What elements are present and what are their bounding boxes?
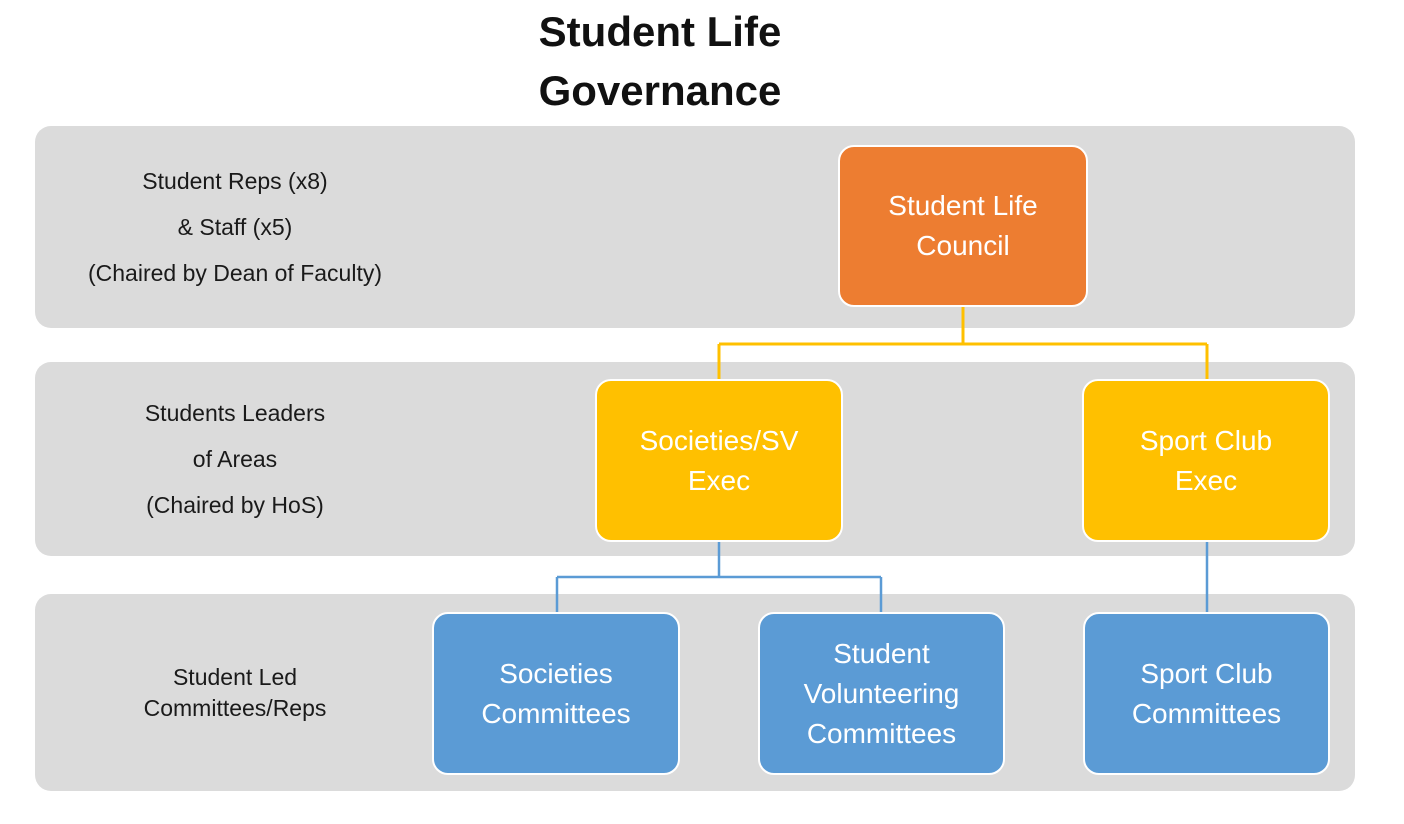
node-student-life-council: Student Life Council xyxy=(838,145,1088,307)
band-exec-row-label: Students Leaders of Areas (Chaired by Ho… xyxy=(144,400,326,518)
node-societies-sv-exec: Societies/SV Exec xyxy=(595,379,843,542)
band-committee-row-label: Student Led Committees/Reps xyxy=(143,663,327,721)
node-student-volunteering-committees: Student Volunteering Committees xyxy=(758,612,1005,775)
node-sport-club-committees: Sport Club Committees xyxy=(1083,612,1330,775)
band-council-row: Student Reps (x8) & Staff (x5) (Chaired … xyxy=(35,126,1355,328)
node-sport-club-exec: Sport Club Exec xyxy=(1082,379,1330,542)
node-societies-committees: Societies Committees xyxy=(432,612,680,775)
band-council-row-label: Student Reps (x8) & Staff (x5) (Chaired … xyxy=(87,168,382,286)
page-title: Student Life Governance xyxy=(538,8,782,114)
